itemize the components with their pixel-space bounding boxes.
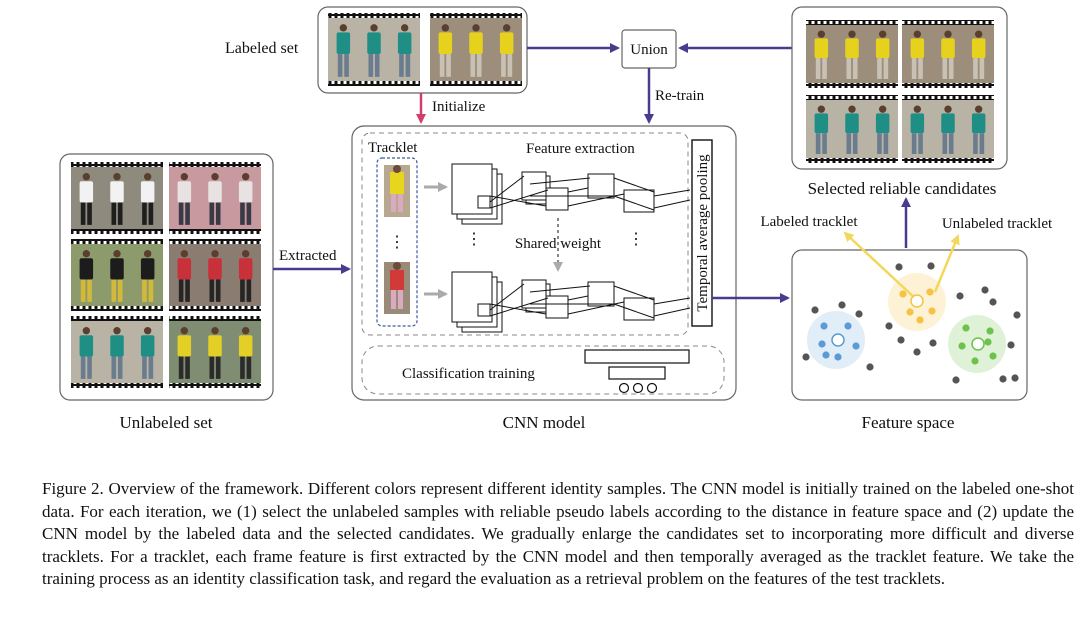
tracklet-frame-bottom [384,262,410,314]
feature-point [981,286,989,294]
feature-point [1011,374,1019,382]
tracklet-ellipsis: ⋮ [389,234,405,251]
cnn-ellipsis-right: ⋮ [628,231,644,248]
feature-point [852,342,860,350]
cnn-ellipsis-left: ⋮ [466,231,482,248]
unlabeled-filmstrip [71,162,163,234]
feature-point [927,262,935,270]
feature-extraction-region [361,132,689,336]
unlabeled-set-label: Unlabeled set [120,413,213,432]
shared-weight-label: Shared weight [515,236,602,252]
feature-point [811,306,819,314]
unlabeled-filmstrip [71,239,163,311]
feature-point [956,292,964,300]
feature-point [855,310,863,318]
feature-point [897,336,905,344]
labeled-filmstrip [430,13,522,86]
temporal-pooling-box [691,139,713,327]
feature-point [971,357,979,365]
feature-space-box [791,249,1028,401]
feature-point [928,307,936,315]
feature-point [986,327,994,335]
candidate-filmstrip [902,95,994,163]
feature-point [958,342,966,350]
classifier-icon [584,349,690,394]
arrow-unlabeled-tracklet [933,234,960,293]
feature-space-label: Feature space [862,413,955,432]
union-label: Union [630,42,668,58]
retrain-label: Re-train [655,88,705,104]
feature-point [895,263,903,271]
candidate-filmstrip [902,20,994,88]
feature-point [818,340,826,348]
feature-point [984,338,992,346]
feature-points [802,262,1021,384]
initialize-label: Initialize [432,99,486,115]
figure-caption: Figure 2. Overview of the framework. Dif… [42,479,1074,588]
feature-point [885,322,893,330]
feature-point [820,322,828,330]
feature-point [1007,341,1015,349]
feature-point [989,352,997,360]
cnn-model-label: CNN model [503,413,586,432]
feature-point [929,339,937,347]
classification-region [361,345,725,395]
candidate-filmstrip [806,20,898,88]
arrow-labeled-tracklet [843,231,918,301]
feature-point [822,351,830,359]
labeled-tracklet-label: Labeled tracklet [760,214,858,230]
classification-training-label: Classification training [402,366,535,382]
feature-point [834,353,842,361]
feature-point [952,376,960,384]
green-center [971,337,985,351]
feature-point [1013,311,1021,319]
framework-diagram: Labeled set Union Re-train Initialize Se… [59,6,1053,432]
labeled-set-label: Labeled set [225,40,299,57]
feature-point [913,348,921,356]
selected-candidates-label: Selected reliable candidates [808,179,997,198]
feature-point [926,288,934,296]
feature-point [866,363,874,371]
unlabeled-filmstrip [169,239,261,311]
blue-center [831,333,845,347]
tracklet-frame-top [384,165,410,217]
unlabeled-filmstrip [71,316,163,388]
tracklet-column [376,157,418,327]
temporal-pooling-label: Temporal average pooling [695,154,711,312]
feature-point [989,298,997,306]
extracted-label: Extracted [279,248,337,264]
feature-point [962,324,970,332]
feature-point [844,322,852,330]
unlabeled-tracklet-label: Unlabeled tracklet [942,216,1053,232]
unlabeled-filmstrip [169,316,261,388]
feature-point [802,353,810,361]
yellow-center [910,294,924,308]
tracklet-label: Tracklet [368,140,418,156]
candidate-filmstrip [806,95,898,163]
cnn-branch-bottom [451,271,691,333]
feature-point [999,375,1007,383]
feature-point [906,308,914,316]
cnn-branch-top [451,163,691,225]
feature-point [916,316,924,324]
unlabeled-filmstrip [169,162,261,234]
feature-point [838,301,846,309]
feature-extraction-label: Feature extraction [526,141,635,157]
labeled-filmstrip [328,13,420,86]
feature-point [899,290,907,298]
